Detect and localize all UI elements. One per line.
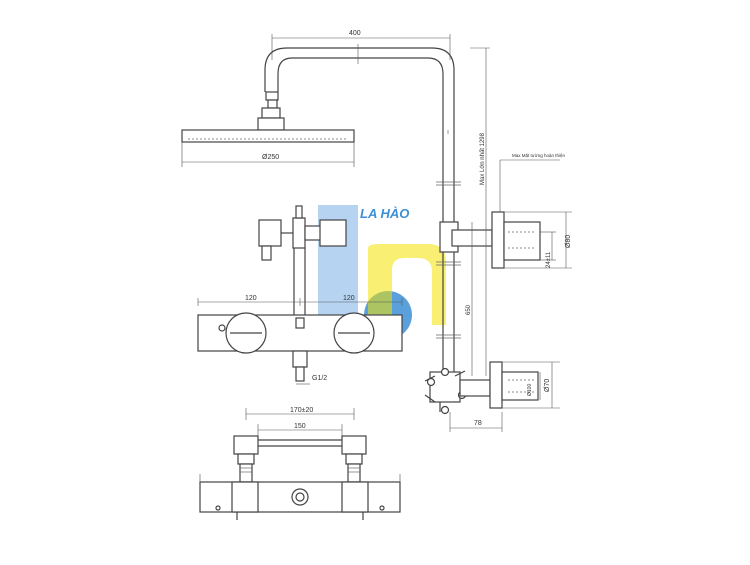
hand-shower-holder xyxy=(258,205,347,330)
dimension-heights: Max Lớn nhất 1298 650 Max Mặt tường hoàn… xyxy=(466,47,565,376)
dimension-arm-length: 400 xyxy=(271,30,451,60)
label-flange-diameter: Ø70 xyxy=(544,379,551,392)
mixer-front-view: 120 120 G1/2 xyxy=(197,295,403,385)
label-wall-note: Max Mặt tường hoàn thiện xyxy=(512,153,565,158)
label-nut-diameter: Ø100 xyxy=(527,384,533,396)
label-arm-length: 400 xyxy=(349,30,361,37)
mixer-top-view: 170±20 150 xyxy=(199,407,401,520)
label-center-distance: 150 xyxy=(294,423,306,430)
label-right-half: 120 xyxy=(343,295,355,302)
label-inlet-thread: G1/2 xyxy=(312,375,327,382)
logo-text: LA HÀO xyxy=(360,206,409,221)
label-center-distance-range: 170±20 xyxy=(290,407,313,414)
wall-bracket-upper: Ø80 24±11 xyxy=(491,211,572,269)
label-bracket-diameter: Ø80 xyxy=(565,235,572,248)
label-bracket-offset: 24±11 xyxy=(546,251,552,268)
label-wall-offset: 78 xyxy=(474,420,482,427)
label-left-half: 120 xyxy=(245,295,257,302)
label-head-diameter: Ø250 xyxy=(262,154,279,161)
shower-arm xyxy=(257,44,455,212)
label-max-height: Max Lớn nhất 1298 xyxy=(480,132,486,185)
label-column-length: 650 xyxy=(466,304,472,315)
diverter-assembly: Ø70 Ø100 78 xyxy=(424,361,560,432)
shower-head: Ø250 xyxy=(181,129,355,167)
logo-yellow-shape xyxy=(368,244,446,325)
